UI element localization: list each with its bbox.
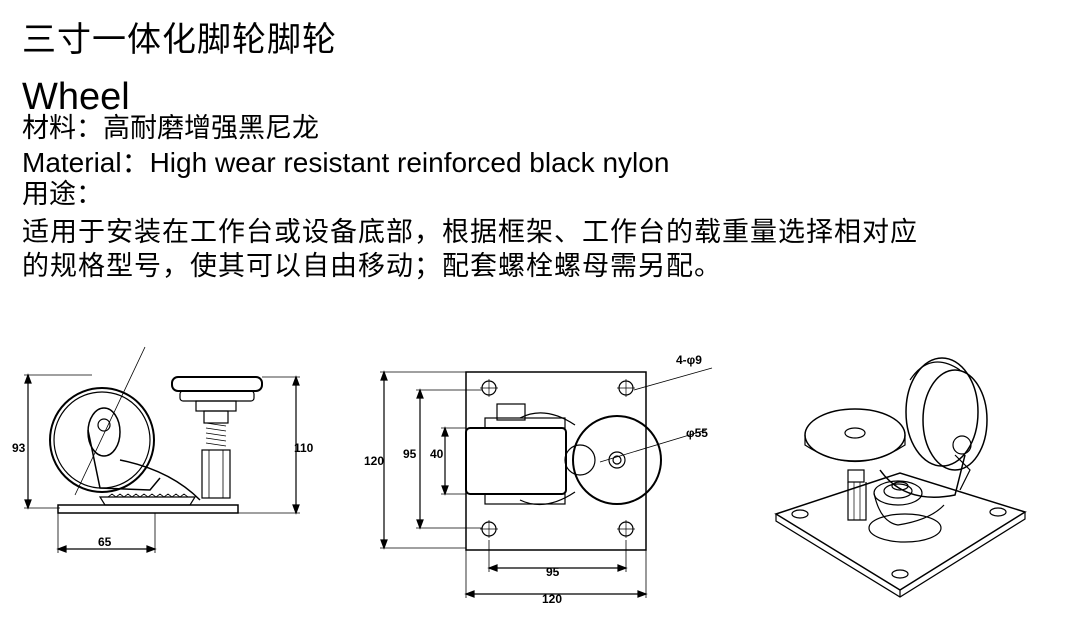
usage-line-2: 的规格型号，使其可以自由移动；配套螺栓螺母需另配。 [22, 251, 722, 282]
dim-base-width: 65 [98, 535, 112, 549]
dim-height-right: 110 [294, 441, 314, 455]
dim-top-height-inner: 95 [403, 447, 417, 461]
dim-hole-note: 4-φ9 [676, 353, 702, 367]
dim-wheel-diameter: φ55 [686, 426, 708, 440]
material-en: Material：High wear resistant reinforced … [22, 147, 670, 178]
dim-height-left: 93 [12, 441, 26, 455]
top-view-drawing: φ55 4-φ9 120 95 40 95 120 [364, 353, 713, 606]
dim-top-height-small: 40 [430, 447, 444, 461]
page-title: 三寸一体化脚轮脚轮 [22, 20, 337, 60]
page-subtitle: Wheel [22, 76, 130, 118]
material-cn: 材料：高耐磨增强黑尼龙 [22, 113, 319, 144]
dim-top-width-outer: 120 [542, 592, 562, 606]
usage-line-1: 适用于安装在工作台或设备底部，根据框架、工作台的载重量选择相对应 [22, 217, 918, 248]
dim-top-width-inner: 95 [546, 565, 560, 579]
mounting-holes [480, 379, 635, 538]
dim-top-height-outer: 120 [364, 454, 384, 468]
usage-label: 用途： [22, 179, 103, 210]
isometric-drawing [774, 357, 1027, 598]
side-view-drawing: 93 110 65 [12, 346, 314, 553]
